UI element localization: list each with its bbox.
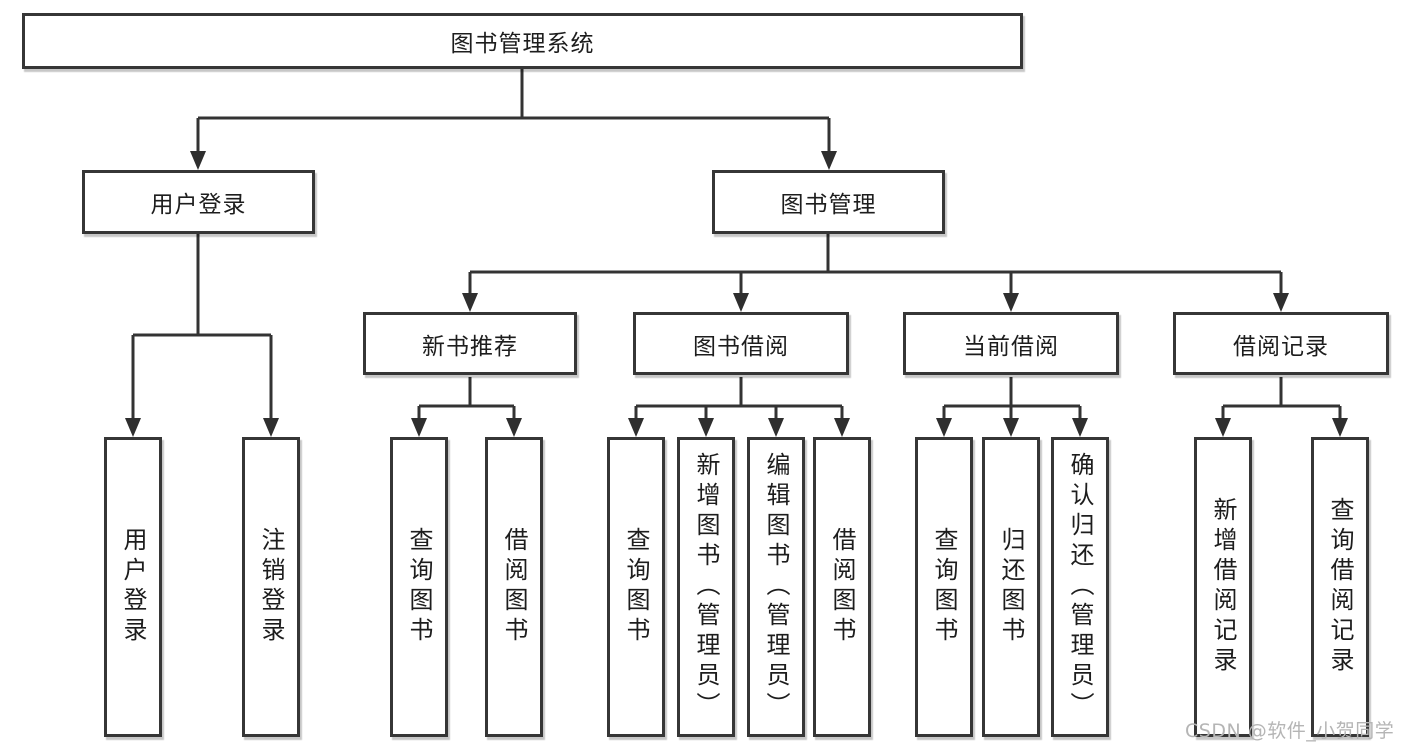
- node-user-login: 用户登录: [82, 170, 315, 234]
- csdn-watermark: CSDN @软件_小贺同学: [1185, 720, 1395, 742]
- connector-book-borrowing-to-leaves: [634, 377, 844, 420]
- leaf-confirm-return-admin: 确认归还（管理员）: [1051, 437, 1109, 737]
- node-current-borrowing: 当前借阅: [903, 312, 1119, 375]
- connector-current-borrowing-to-leaves: [942, 377, 1082, 420]
- connector-root-to-level2: [196, 69, 831, 153]
- node-book-management: 图书管理: [712, 170, 945, 234]
- arrowheads: [125, 151, 1348, 437]
- leaf-query-books-current: 查询图书: [915, 437, 973, 737]
- node-library-management-system: 图书管理系统: [22, 13, 1023, 69]
- connector-new-book-to-leaves: [417, 377, 516, 420]
- leaf-borrow-books-recommend: 借阅图书: [485, 437, 543, 737]
- leaf-return-books: 归还图书: [982, 437, 1040, 737]
- leaf-user-login: 用户登录: [104, 437, 162, 737]
- leaf-query-books-recommend: 查询图书: [390, 437, 448, 737]
- leaf-add-borrow-record: 新增借阅记录: [1194, 437, 1252, 737]
- leaf-edit-books-admin: 编辑图书（管理员）: [747, 437, 805, 737]
- connector-book-management-to-level3: [468, 234, 1283, 295]
- leaf-add-books-admin: 新增图书（管理员）: [677, 437, 735, 737]
- node-book-borrowing: 图书借阅: [633, 312, 849, 375]
- connector-user-login-to-leaves: [131, 234, 273, 420]
- leaf-borrow-books: 借阅图书: [813, 437, 871, 737]
- connector-borrowing-records-to-leaves: [1221, 377, 1342, 420]
- leaf-logout: 注销登录: [242, 437, 300, 737]
- leaf-query-books-borrowing: 查询图书: [607, 437, 665, 737]
- leaf-query-borrow-record: 查询借阅记录: [1311, 437, 1369, 737]
- node-new-book-recommendation: 新书推荐: [363, 312, 577, 375]
- node-borrowing-records: 借阅记录: [1173, 312, 1389, 375]
